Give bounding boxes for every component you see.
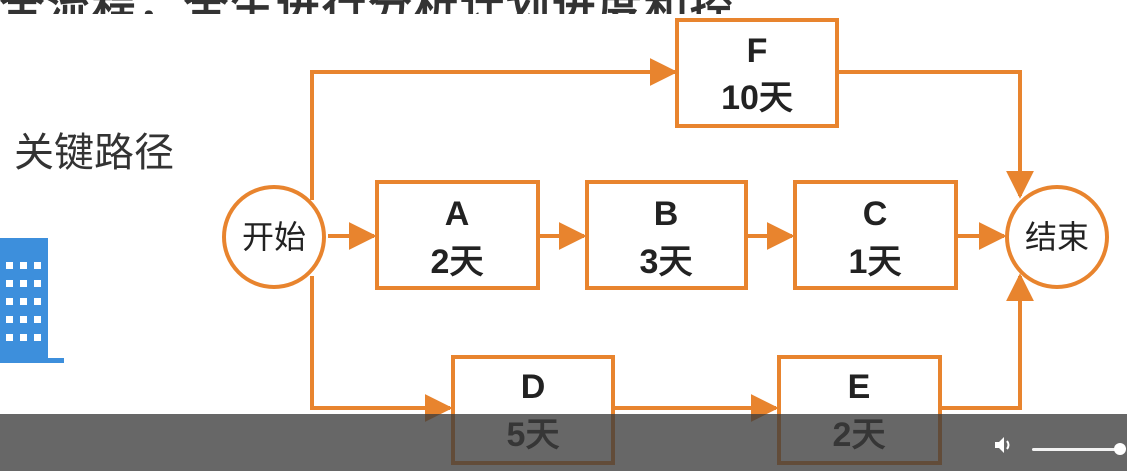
task-b-name: B [654,195,679,233]
page-header-text: 全流程，全生进行分析计划进度和控 [0,0,736,14]
task-a: A 2天 [375,180,540,290]
task-c: C 1天 [793,180,958,290]
start-node: 开始 [222,185,326,289]
task-c-duration: 1天 [849,243,902,281]
task-c-name: C [863,195,888,233]
end-node: 结束 [1005,185,1109,289]
task-a-duration: 2天 [431,243,484,281]
page-header: 全流程，全生进行分析计划进度和控 [0,0,1127,14]
task-f: F 10天 [675,18,839,128]
volume-slider[interactable] [1032,448,1120,451]
volume-slider-thumb[interactable] [1114,443,1126,455]
critical-path-label: 关键路径 [14,130,174,176]
edge-start-d [310,276,453,422]
task-f-duration: 10天 [721,79,793,117]
task-b-duration: 3天 [640,243,693,281]
start-node-label: 开始 [242,218,306,256]
task-f-name: F [747,32,768,70]
volume-icon[interactable] [994,436,1016,454]
edge-start-f [310,58,678,200]
building-icon [0,238,64,363]
task-a-name: A [445,195,470,233]
end-node-label: 结束 [1025,218,1089,256]
task-d-name: D [521,368,546,406]
task-b: B 3天 [585,180,748,290]
edge-e-end [940,273,1034,410]
edge-f-end [837,70,1034,199]
task-e-name: E [848,368,871,406]
video-controls-bar [0,414,1127,471]
